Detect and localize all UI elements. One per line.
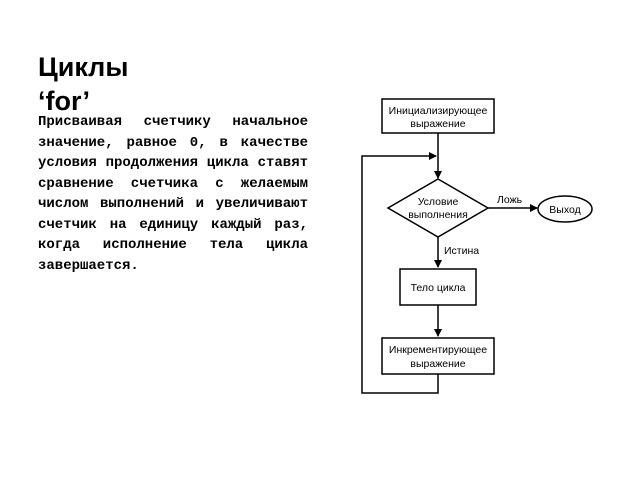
exit-terminal: Выход: [537, 195, 593, 223]
slide-title: Циклы ‘for’: [38, 50, 128, 118]
increment-label-line-1: Инкрементирующее: [389, 344, 487, 356]
init-box: Инициализирующее выражение: [381, 98, 495, 134]
loop-body-box: Тело цикла: [399, 268, 477, 306]
condition-label-line-2: выполнения: [408, 209, 468, 221]
condition-label-line-1: Условие: [418, 196, 459, 208]
description-text: Присваивая счетчику начальное значение, …: [38, 114, 308, 274]
init-label-line-2: выражение: [410, 118, 465, 130]
title-line-2: ‘for’: [38, 86, 90, 116]
false-label: Ложь: [497, 194, 523, 206]
init-label-line-1: Инициализирующее: [389, 105, 488, 117]
arrow-loop-back: [361, 152, 439, 394]
increment-box: Инкрементирующее выражение: [381, 337, 495, 375]
increment-label-line-2: выражение: [410, 358, 465, 370]
condition-diamond: Условие выполнения: [386, 178, 490, 238]
exit-label: Выход: [549, 204, 580, 216]
body-label: Тело цикла: [411, 282, 466, 294]
title-line-1: Циклы: [38, 52, 129, 82]
true-label: Истина: [444, 245, 479, 257]
